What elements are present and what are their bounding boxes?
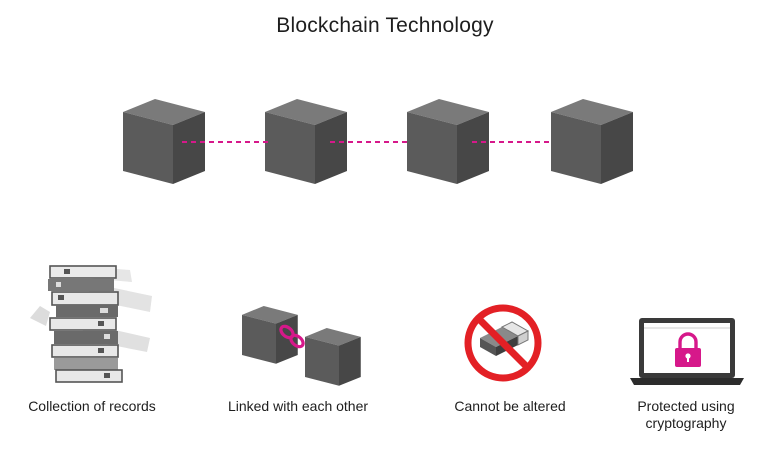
chain-block-4	[551, 99, 633, 184]
caption-cannot-be-altered: Cannot be altered	[454, 398, 566, 414]
caption-protected-using-cryptography: Protected using cryptography	[610, 398, 762, 432]
no-eraser-icon	[464, 304, 542, 382]
linked-blocks-icon	[242, 306, 361, 386]
laptop-lock-icon	[630, 318, 744, 385]
diagram-title: Blockchain Technology	[276, 14, 494, 37]
caption-line-1: Protected using	[637, 398, 735, 414]
caption-collection-of-records: Collection of records	[28, 398, 156, 414]
caption-line-2: cryptography	[645, 415, 727, 431]
blockchain-chain	[123, 99, 633, 184]
binder-stack-icon	[30, 265, 152, 383]
caption-linked-with-each-other: Linked with each other	[227, 398, 369, 414]
